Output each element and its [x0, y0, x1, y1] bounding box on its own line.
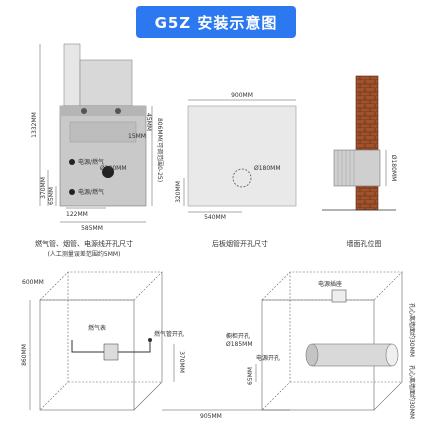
panel1-caption: 燃气管、烟管、电源线开孔尺寸: [35, 239, 133, 248]
power-gas-lower-label: 电源/燃气: [78, 188, 104, 196]
panel1-caption-note: (人工测量误差范围约5MM): [48, 250, 121, 258]
gas-meter-icon: [103, 343, 119, 361]
dim-370: 370MM: [40, 177, 47, 199]
brick-wall: [355, 75, 379, 211]
dim-905: 905MM: [200, 413, 222, 420]
side-dim: 806MM(可调范围0-25): [156, 118, 164, 182]
dim-860: 860MM: [21, 344, 28, 366]
wall-dia-label: Ø180MM: [390, 155, 397, 182]
dim-540: 540MM: [204, 214, 226, 221]
page-title: G5Z 安装示意图: [154, 13, 278, 32]
power-gas-upper-label: 电源/燃气: [78, 158, 104, 166]
cabinet-hole-dia: Ø185MM: [226, 341, 253, 348]
power-hole-label: 电源开孔: [256, 354, 280, 362]
duct-pipe: [333, 149, 381, 187]
cooktop: [60, 106, 146, 116]
gas-meter-label: 燃气表: [88, 324, 106, 332]
width-dim: 900MM: [231, 92, 253, 99]
panel2-caption: 后板烟管开孔尺寸: [212, 239, 268, 248]
wall-diagram: Ø180MM 墙面孔位图: [322, 75, 397, 248]
cabinet-hole-label: 橱柜开孔: [226, 332, 250, 340]
dim-320-b: 320MM: [175, 181, 182, 203]
cabinet-installation: [39, 271, 403, 411]
dim-370-bottom: 370MM: [178, 351, 185, 373]
flue-hole: [232, 168, 252, 188]
hole-power-gas-upper: [69, 159, 75, 165]
right-dim-2: 孔心离墙面约30MM: [408, 365, 416, 419]
back-panel: [79, 59, 133, 107]
gas-pipe-hole-label: 燃气管开孔: [154, 330, 184, 338]
dim-65: 65MM: [48, 187, 55, 205]
height-dim: 1332MM: [31, 112, 38, 138]
power-socket-label: 电源插座: [318, 280, 342, 288]
dim-45: 45MM: [145, 113, 152, 131]
hole-flue: [102, 166, 114, 178]
right-dim-1: 孔心离墙面约30MM: [408, 303, 416, 357]
back-panel-diagram: 900MM Ø180MM 320MM 540MM 后板烟管开孔尺寸: [175, 92, 297, 248]
dim-15: 15MM: [128, 133, 146, 140]
hole-power-gas-lower: [69, 189, 75, 195]
dim-585: 585MM: [81, 225, 103, 232]
burner-right-icon: [115, 108, 121, 114]
dim-65-bottom: 65MM: [247, 367, 254, 385]
chimney: [63, 43, 81, 107]
panel3-caption: 墙面孔位图: [347, 239, 382, 248]
gas-meter-assembly: [71, 289, 347, 361]
hole-dia-label-2: Ø180MM: [254, 165, 281, 172]
dim-122: 122MM: [66, 211, 88, 218]
bottom-labels: 600MM 860MM 燃气表 燃气管开孔 370MM 橱柜开孔 Ø185MM …: [21, 279, 416, 420]
stove-diagram: 1332MM 806MM(可调范围0-25) 45MM 15MM 电源/燃气 Ø…: [31, 43, 164, 258]
back-panel-board: [187, 105, 297, 207]
power-socket-icon: [331, 289, 347, 303]
burner-left-icon: [81, 108, 87, 114]
title-banner: G5Z 安装示意图: [136, 6, 296, 38]
dim-600: 600MM: [22, 279, 44, 286]
hole-dia-label: Ø180MM: [100, 165, 127, 172]
